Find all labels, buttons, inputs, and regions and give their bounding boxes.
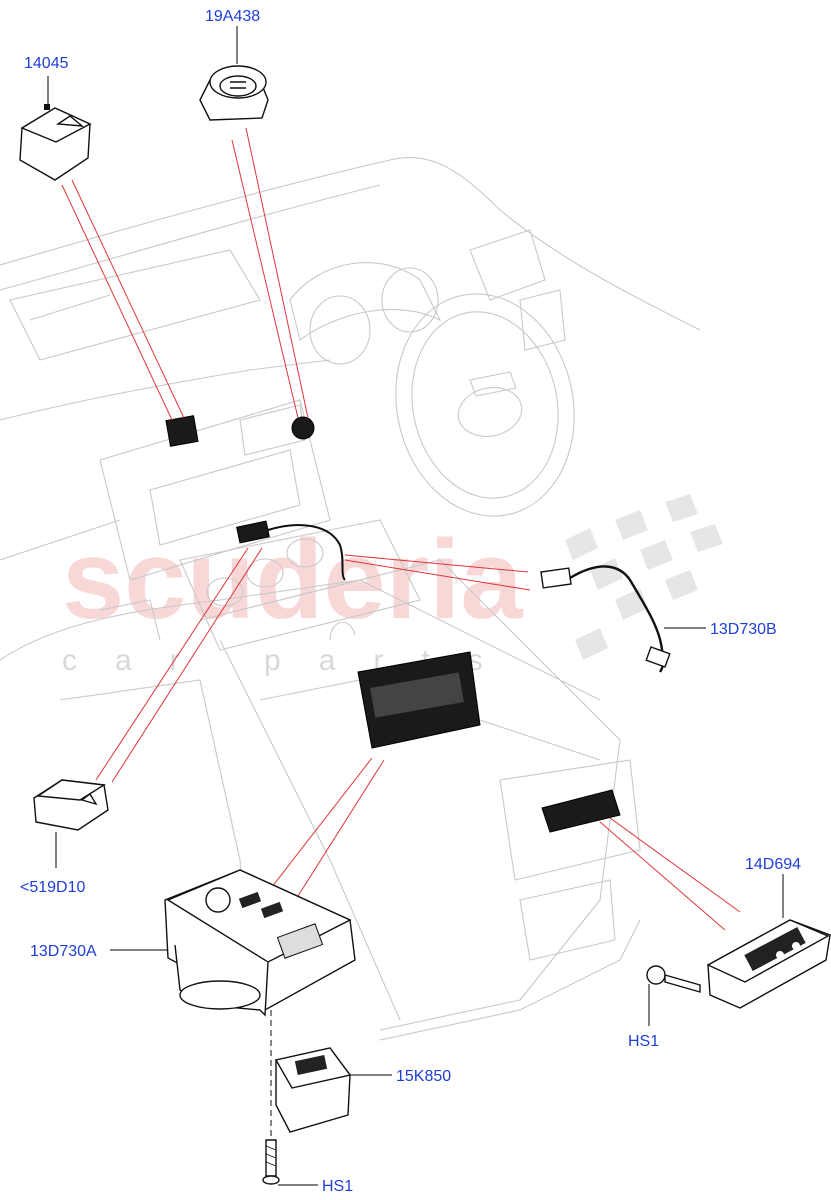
callout-label-19a438: 19A438 [205,8,260,25]
callout-label-13d730b: 13D730B [710,621,777,638]
clip-fastener-part [646,965,701,993]
rotary-knob-icon [205,887,231,913]
callout-label-13d730a: 13D730A [30,943,97,960]
installed-parts [165,415,621,833]
control-module-part [274,1047,352,1133]
hazard-switch-installed [165,415,199,447]
leader-lines [47,26,784,1186]
warning-triangle-icon [80,792,98,806]
rear-switch-pack-part [706,919,831,1009]
auxiliary-switch-part [33,779,109,831]
callout-label-hs1-screw: HS1 [322,1178,353,1195]
callout-label-519d10: <519D10 [20,879,85,896]
checkered-flag-icon [565,494,723,660]
callout-label-14045: 14045 [24,55,69,72]
usb-port-icon [230,81,246,89]
callout-label-15k850: 15K850 [396,1068,451,1085]
console-switch-pack-part [164,869,356,1017]
callout-label-14d694: 14D694 [745,856,801,873]
wiring-harness-part [540,565,671,673]
hazard-triangle-icon [55,115,85,127]
screw-fastener-part [262,1139,280,1185]
reference-lines [61,127,741,931]
usb-socket-installed [291,416,315,440]
usb-socket-part [199,65,269,121]
rear-switch-installed [541,789,621,833]
watermark: scuderia car parts [62,494,723,677]
harness-connector-installed [236,520,270,544]
callout-label-hs1-clip: HS1 [628,1033,659,1050]
hazard-switch-part [19,104,92,181]
callout-labels: 14045 19A438 13D730B <519D10 14D694 13D7… [20,8,801,1195]
dashboard-outline [0,156,701,1041]
